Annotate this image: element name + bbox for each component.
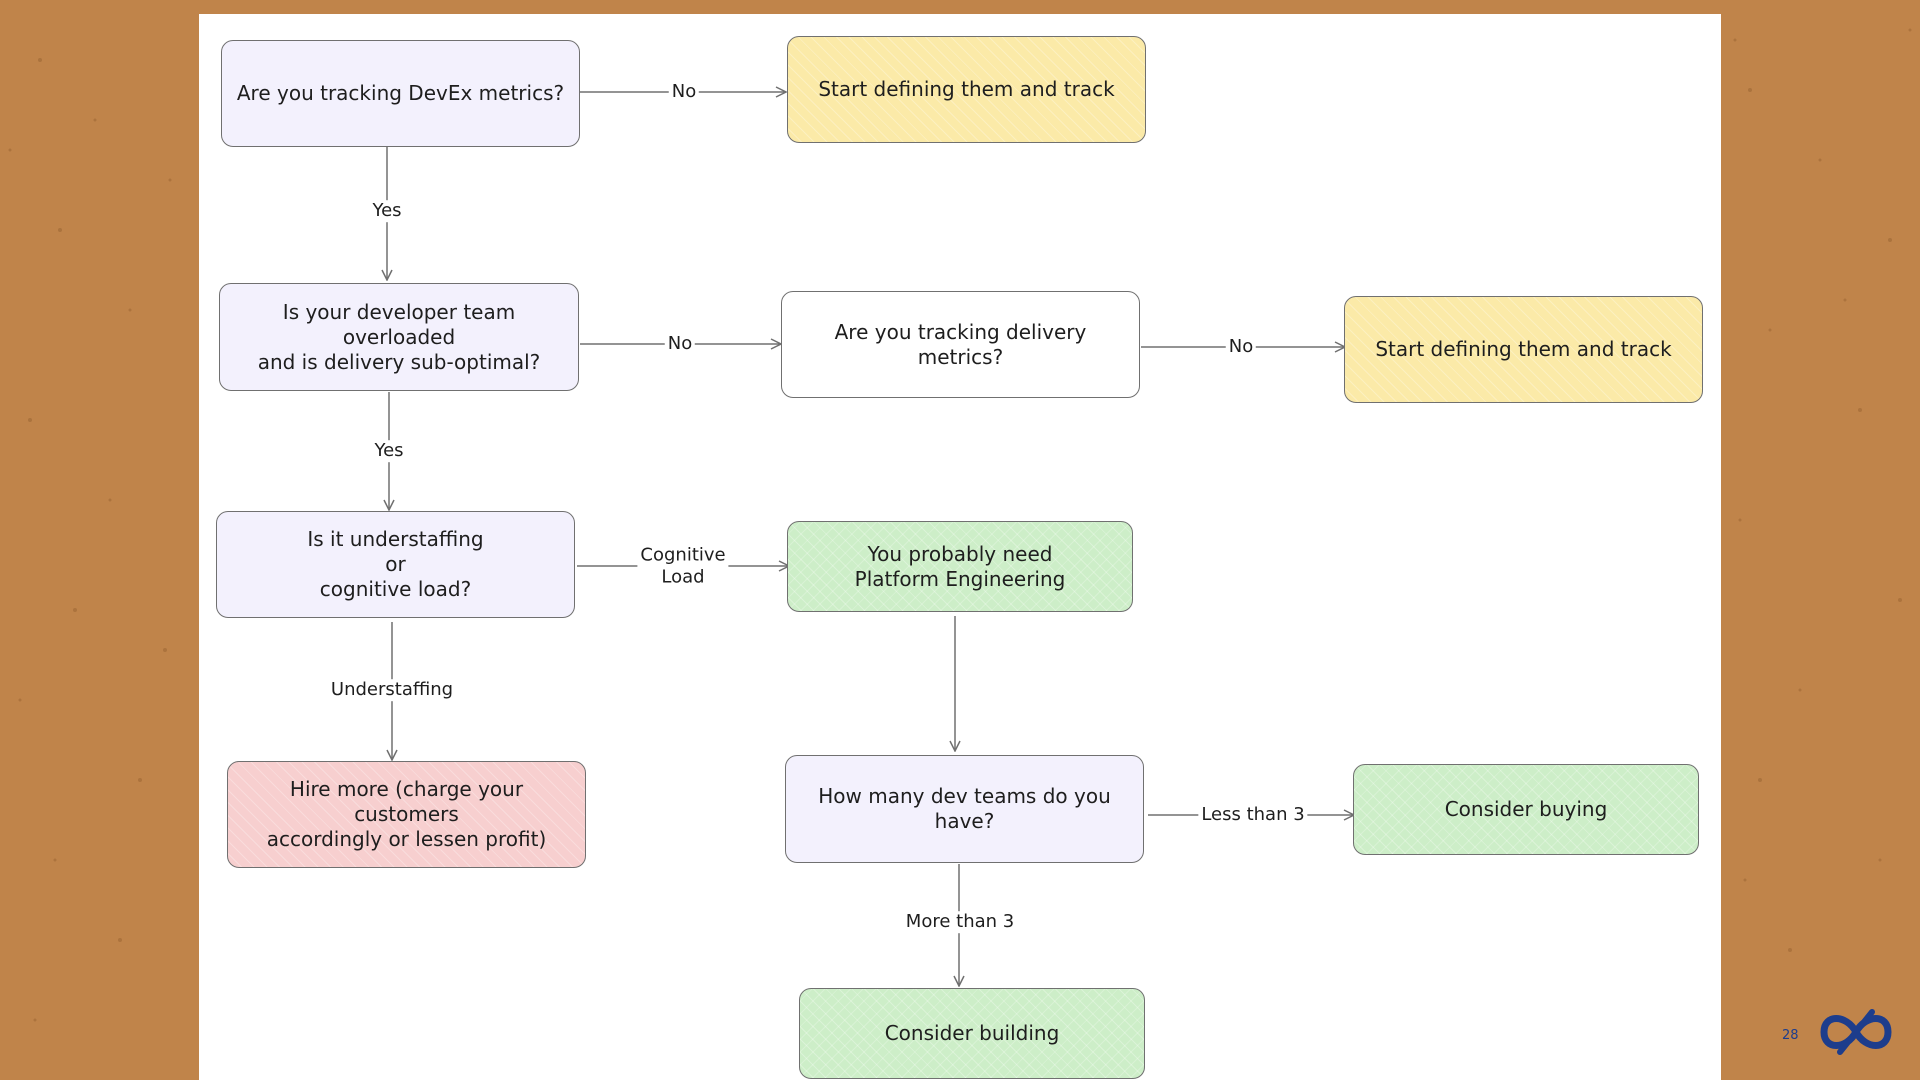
consider-buying-node: Consider buying xyxy=(1353,764,1699,855)
edge-label-overloaded-yes: Yes xyxy=(371,440,407,462)
consider-building-node: Consider building xyxy=(799,988,1145,1079)
overloaded-question-node: Is your developer team overloaded and is… xyxy=(219,283,579,391)
edge-label-delivery-no: No xyxy=(1225,336,1257,358)
edge-label-more-than-3: More than 3 xyxy=(902,911,1018,933)
edge-label-less-than-3: Less than 3 xyxy=(1198,804,1308,826)
start-tracking-devex-node: Start defining them and track xyxy=(787,36,1146,143)
understaffing-question-node: Is it understaffing or cognitive load? xyxy=(216,511,575,618)
edge-label-devex-yes: Yes xyxy=(369,200,405,222)
edge-label-devex-no: No xyxy=(668,81,700,103)
delivery-metrics-question-node: Are you tracking delivery metrics? xyxy=(781,291,1140,398)
infinity-loop-logo-icon xyxy=(1820,1009,1892,1055)
edge-label-overloaded-no: No xyxy=(664,333,696,355)
start-tracking-delivery-node: Start defining them and track xyxy=(1344,296,1703,403)
platform-engineering-node: You probably need Platform Engineering xyxy=(787,521,1133,612)
hire-more-node: Hire more (charge your customers accordi… xyxy=(227,761,586,868)
dev-teams-question-node: How many dev teams do you have? xyxy=(785,755,1144,863)
devex-question-node: Are you tracking DevEx metrics? xyxy=(221,40,580,147)
edge-label-understaffing: Understaffing xyxy=(327,679,457,701)
page-number: 28 xyxy=(1782,1028,1799,1043)
edge-label-cognitive-load: Cognitive Load xyxy=(637,544,729,588)
